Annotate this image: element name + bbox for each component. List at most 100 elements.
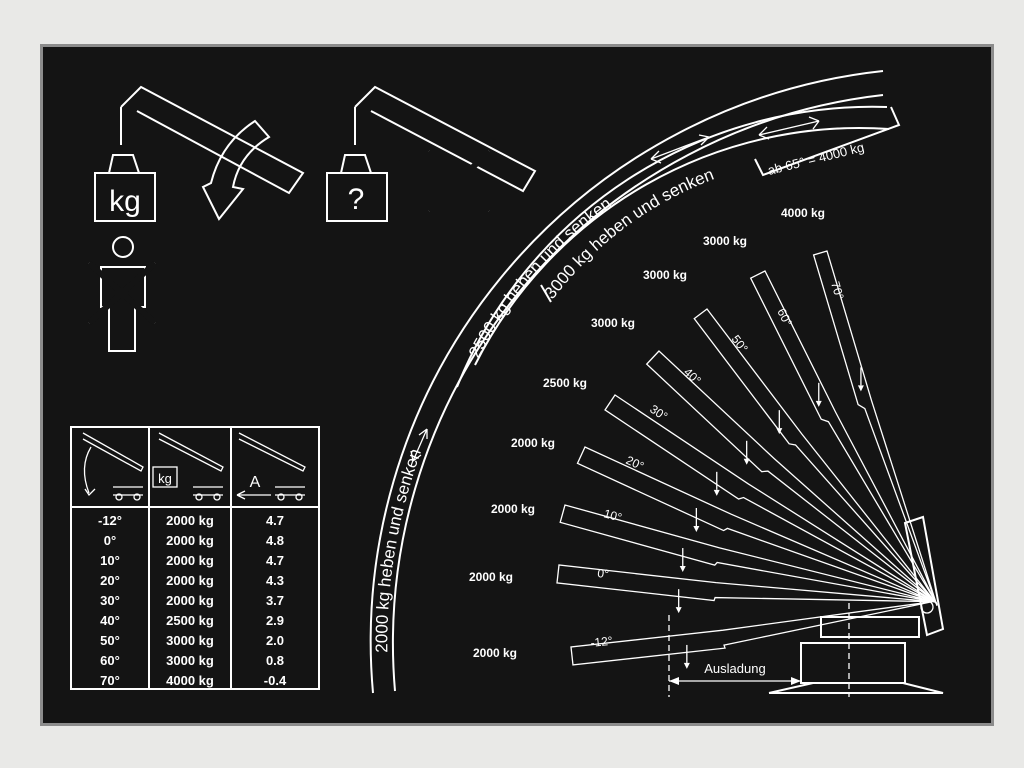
- boom-angle-label: -12°: [590, 634, 614, 650]
- hook-arrow-icon: [675, 607, 682, 614]
- table-cell-angle: 10°: [100, 553, 120, 568]
- hook-arrow-icon: [683, 662, 690, 669]
- table-cell-outreach: 4.3: [266, 573, 284, 588]
- table-row: 0° 2000 kg 4.8: [104, 533, 284, 548]
- table-cell-outreach: 4.7: [266, 513, 284, 528]
- table-cell-angle: 60°: [100, 653, 120, 668]
- table-cell-outreach: -0.4: [264, 673, 287, 688]
- boom-load-label: 4000 kg: [781, 206, 825, 220]
- hook-arrow-icon: [743, 458, 750, 465]
- table-cell-load: 2500 kg: [166, 613, 214, 628]
- hook-arrow-icon: [679, 566, 686, 573]
- outreach-icon: A: [236, 432, 306, 501]
- table-row: 20° 2000 kg 4.3: [100, 573, 284, 588]
- arc-label-2500: 2500 kg heben und senken: [465, 194, 615, 361]
- table-cell-load: 2000 kg: [166, 553, 214, 568]
- double-arrow-icon: [410, 116, 820, 462]
- table-cell-load: 2000 kg: [166, 593, 214, 608]
- unknown-weight-label: ?: [348, 183, 365, 216]
- load-chart-plate: kg ? kg: [40, 44, 994, 726]
- boom-outline: [645, 350, 938, 604]
- crane-hook-weight-icon: kg: [94, 85, 305, 222]
- table-cell-outreach: 2.0: [266, 633, 284, 648]
- hook-arrow-icon: [776, 428, 783, 435]
- boom-angle-label: 50°: [729, 332, 751, 355]
- table-cell-outreach: 3.7: [266, 593, 284, 608]
- table-cell-angle: 0°: [104, 533, 116, 548]
- table-row: 50° 3000 kg 2.0: [100, 633, 284, 648]
- boom-outline: [749, 270, 938, 606]
- boom-position: 70° 4000 kg: [781, 206, 938, 607]
- weight-kg-label: kg: [109, 185, 141, 218]
- boom-position: 0° 2000 kg: [469, 564, 934, 614]
- arc-label-4000: ab 65° = 4000 kg: [766, 139, 866, 177]
- curved-arrow-down-icon: [201, 119, 271, 221]
- table-cell-outreach: 4.8: [266, 533, 284, 548]
- boom-position: 10°2000 kg: [491, 502, 935, 603]
- boom-angle-label: 10°: [602, 506, 623, 524]
- table-cell-outreach: 0.8: [266, 653, 284, 668]
- boom-load-label: 2500 kg: [543, 376, 587, 390]
- boom-outline: [604, 394, 937, 604]
- header-outreach-tag: A: [250, 474, 261, 491]
- boom-angle-label: 0°: [597, 566, 610, 581]
- load-diagram-svg: kg ? kg: [70, 70, 945, 697]
- plate-surface: kg ? kg: [43, 47, 991, 723]
- boom-angle-label: 20°: [624, 453, 647, 473]
- boom-load-label: 2000 kg: [469, 570, 513, 584]
- boom-load-label: 2000 kg: [473, 646, 517, 660]
- table-cell-load: 2000 kg: [166, 513, 214, 528]
- table-row: 60° 3000 kg 0.8: [100, 653, 284, 668]
- table-cell-outreach: 2.9: [266, 613, 284, 628]
- boom-position: 20° 2000 kg: [511, 436, 936, 603]
- table-cell-angle: 30°: [100, 593, 120, 608]
- boom-outline: [570, 600, 933, 666]
- table-cell-outreach: 4.7: [266, 553, 284, 568]
- boom-outline: [812, 250, 938, 607]
- boom-outline: [559, 504, 935, 603]
- table-row: 10° 2000 kg 4.7: [100, 553, 284, 568]
- table-cell-angle: 20°: [100, 573, 120, 588]
- load-weight-icon: kg: [152, 432, 224, 501]
- crane-base: [768, 600, 944, 697]
- boom-angle-icon: [82, 432, 144, 501]
- boom-load-label: 3000 kg: [643, 268, 687, 282]
- table-cell-angle: 50°: [100, 633, 120, 648]
- boom-load-label: 3000 kg: [591, 316, 635, 330]
- table-row: 40° 2500 kg 2.9: [100, 613, 284, 628]
- table-cell-load: 4000 kg: [166, 673, 214, 688]
- boom-outline: [693, 308, 938, 605]
- arc-label-2000: 2000 kg heben und senken: [372, 446, 425, 653]
- boom-angle-label: 30°: [647, 402, 670, 424]
- boom-load-label: 3000 kg: [703, 234, 747, 248]
- boom-outline: [576, 446, 936, 603]
- table-row: 70° 4000 kg -0.4: [100, 673, 287, 688]
- prohibited-lowering-icon: [426, 148, 492, 214]
- table-cell-load: 2000 kg: [166, 533, 214, 548]
- hook-arrow-icon: [693, 526, 700, 533]
- table-row: 30° 2000 kg 3.7: [100, 593, 284, 608]
- table-cell-load: 2000 kg: [166, 573, 214, 588]
- hook-arrow-icon: [857, 385, 864, 392]
- boom-position: 30° 2500 kg: [543, 376, 937, 604]
- hook-arrow-icon: [713, 489, 720, 496]
- table-cell-angle: 40°: [100, 613, 120, 628]
- table-cell-load: 3000 kg: [166, 653, 214, 668]
- table-cell-load: 3000 kg: [166, 633, 214, 648]
- boom-angle-label: 40°: [681, 365, 704, 388]
- boom-outline: [556, 564, 934, 603]
- outreach-dimension: Ausladung: [668, 615, 801, 697]
- boom-angle-label: 70°: [828, 280, 847, 302]
- outreach-label: Ausladung: [704, 661, 765, 676]
- boom-position: 60°3000 kg: [703, 234, 938, 606]
- boom-position: -12° 2000 kg: [473, 600, 933, 669]
- hook-arrow-icon: [815, 400, 822, 407]
- crane-column: [903, 515, 945, 637]
- table-cell-angle: 70°: [100, 673, 120, 688]
- no-persons-icon: [86, 236, 158, 352]
- boom-load-label: 2000 kg: [511, 436, 555, 450]
